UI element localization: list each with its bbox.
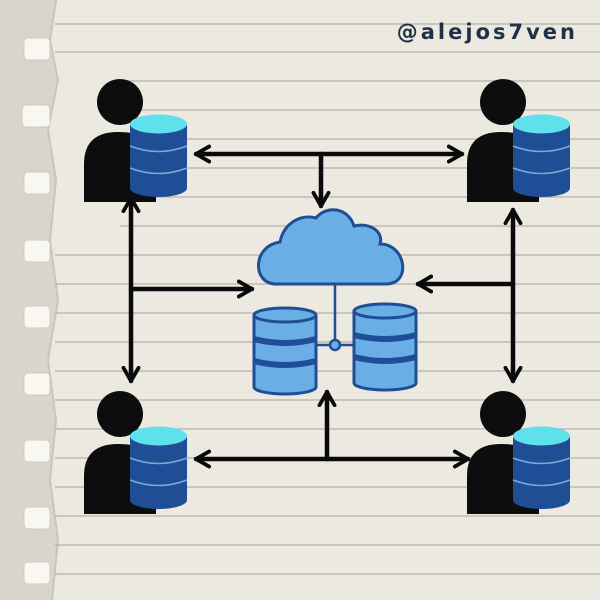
central-database-icon-left bbox=[254, 308, 316, 394]
connection-arrows bbox=[121, 144, 523, 469]
binder-holes bbox=[21, 37, 51, 585]
cloud-icon bbox=[257, 208, 405, 286]
author-handle: @alejos7ven bbox=[396, 20, 578, 44]
central-database-icon-right bbox=[354, 304, 416, 390]
cloud-db-connector bbox=[316, 284, 354, 352]
